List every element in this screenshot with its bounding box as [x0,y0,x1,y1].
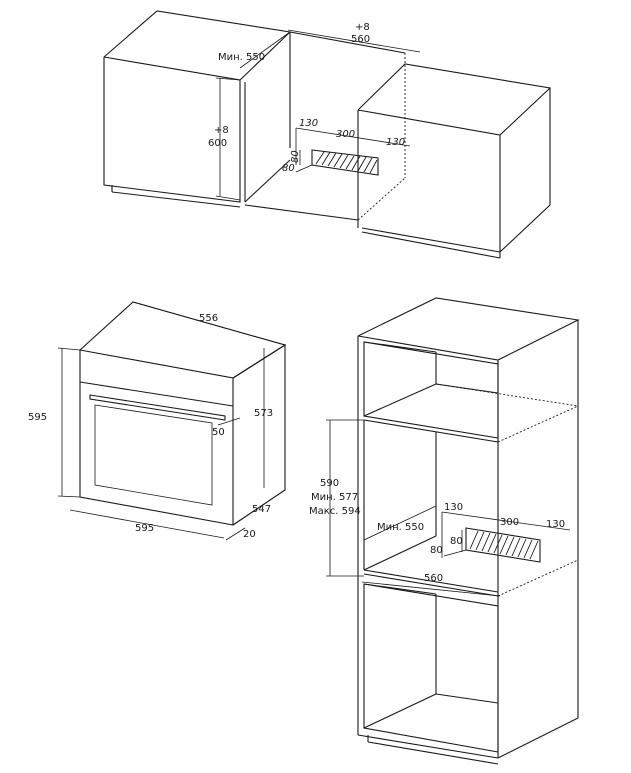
left-cabinet-front [103,56,241,203]
label-top-height-plus8: +8 [214,125,229,136]
dim-ext-595h-top [57,347,81,351]
label-top-vent-width: 300 [336,129,355,140]
column-vent-hatching [469,530,539,560]
dim-line-556 [132,301,286,346]
lower-floor-back [435,693,499,704]
label-top-vent-left: 130 [299,118,318,129]
right-cabinet-side [499,88,551,254]
label-oven-20: 20 [243,529,256,540]
label-column-vent-height: 80 [450,536,463,547]
dim-line-547 [232,489,286,526]
label-column-vent-right: 130 [546,519,565,530]
label-top-plus8: +8 [355,22,370,33]
dim-line-595w [69,509,225,539]
label-column-vent-left: 130 [444,502,463,513]
dim-line-50 [217,417,241,426]
mid-floor-front-edge [363,573,499,597]
mid-floor-left [363,535,437,571]
dim-line-min550 [239,31,291,69]
upper-compartment-front [363,341,499,439]
oven-front [79,349,234,526]
label-column-vent-width: 300 [500,517,519,528]
column-vent-cutout [465,527,541,563]
label-top-vent-height: 80 [290,150,301,163]
label-column-max594: Макс. 594 [309,506,361,517]
column-cabinet-assembly: 590 Мин. 577 Макс. 594 Мин. 550 560 130 … [309,297,580,765]
upper-floor-left [363,383,437,417]
oven-handle [89,394,226,421]
label-column-min550: Мин. 550 [377,522,424,533]
label-top-vent-depth: 80 [282,163,295,174]
oven-side [232,343,286,526]
label-top-vent-right: 130 [386,137,405,148]
lower-compartment-front [363,583,499,753]
left-plinth [111,191,241,208]
label-column-vent-depth: 80 [430,545,443,556]
upper-shelf-front [363,419,499,443]
lower-top-back [363,583,437,595]
dim-line-560 [287,29,421,53]
dim-line-20 [225,527,246,541]
oven-window [94,404,213,506]
upper-floor-back [435,383,499,394]
label-top-min550: Мин. 550 [218,52,265,63]
lower-floor-left [363,693,437,729]
column-plinth [367,741,499,765]
label-oven-556: 556 [199,313,218,324]
right-cabinet-top [357,63,552,136]
dim-line-vent [295,127,411,147]
mid-bottom-side-hidden [497,559,579,597]
column-bottom-front [357,734,499,759]
label-oven-595w: 595 [135,523,154,534]
right-plinth [361,231,501,259]
dim-line-column-vent [441,511,571,531]
label-column-min577: Мин. 577 [311,492,358,503]
label-top-600: 600 [208,138,227,149]
oven-panel-line [79,381,234,407]
label-oven-547: 547 [252,504,271,515]
upper-top-back [363,341,437,353]
oven-assembly: 556 595 573 50 547 595 20 [28,301,287,541]
vent-cutout [311,149,379,176]
dim-ext-600-top [215,77,241,81]
right-cabinet-bottom [361,227,501,253]
label-oven-50: 50 [212,427,225,438]
niche-floor-left [244,159,291,203]
dim-ext-600-bottom [215,195,241,201]
mid-top-side-hidden [497,405,579,443]
left-cabinet-top [103,10,292,81]
niche-top-back [289,31,406,54]
vent-hatching [315,151,378,174]
column-top [357,297,580,361]
oven-top [79,301,287,379]
label-top-560: 560 [351,34,370,45]
label-column-590: 590 [320,478,339,489]
mid-top-back-hidden [435,383,579,407]
column-bottom-side [497,717,579,759]
dim-line-min550 [363,505,437,541]
label-oven-595h: 595 [28,412,47,423]
label-oven-573: 573 [254,408,273,419]
mid-floor-front [363,569,499,593]
dim-line-80d [295,164,313,173]
dim-line-560 [361,581,501,597]
label-column-560: 560 [424,573,443,584]
niche-floor-front [244,204,359,221]
niche-floor-right-hidden [357,177,406,221]
top-cabinet-assembly: +8 560 Мин. 550 +8 600 130 300 130 80 80 [103,10,552,259]
dim-line-column-80d [443,549,467,557]
dim-ext-595h-bottom [57,495,81,498]
